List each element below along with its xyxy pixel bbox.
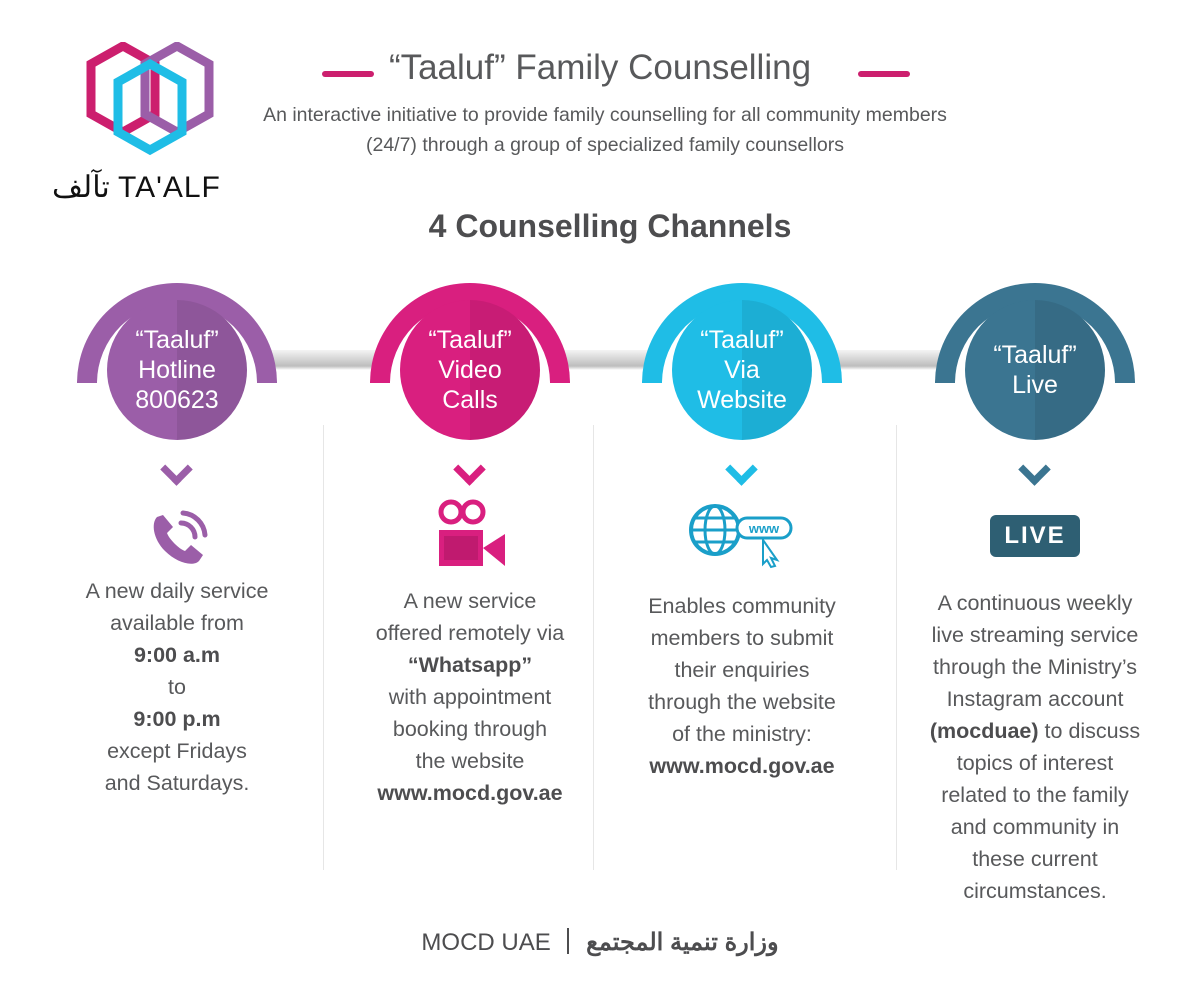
desc-line: with appointment xyxy=(388,685,552,709)
website-link[interactable]: www.mocd.gov.ae xyxy=(377,781,563,805)
desc-line: offered remotely via xyxy=(375,621,565,645)
page-subtitle: An interactive initiative to provide fam… xyxy=(263,104,947,156)
whatsapp-label: “Whatsapp” xyxy=(407,653,533,677)
connector-bar xyxy=(240,350,980,370)
taalf-logo-icon xyxy=(86,42,214,156)
desc-line: the website xyxy=(415,749,525,773)
desc-line: to discuss xyxy=(1038,719,1141,743)
desc-line: to xyxy=(168,675,186,699)
badge-line: Website xyxy=(697,386,787,414)
badge-line: “Taaluf” xyxy=(135,326,219,354)
desc-line: members to submit xyxy=(650,626,834,650)
desc-line: through the Ministry’s xyxy=(933,655,1137,679)
footer-brand: MOCD UAE xyxy=(421,929,551,956)
badge-line: Hotline xyxy=(138,356,216,384)
logo-wordmark: تآلف TA'ALF xyxy=(52,171,221,204)
channel-description: A continuous weekly live streaming servi… xyxy=(900,587,1170,907)
desc-line: through the website xyxy=(648,690,836,714)
chevron-down-icon xyxy=(1018,453,1051,486)
badge-line: Video xyxy=(438,356,502,384)
desc-line: A continuous weekly xyxy=(937,591,1133,615)
desc-line: these current xyxy=(972,847,1098,871)
badge-line: “Taaluf” xyxy=(993,341,1077,369)
footer-separator xyxy=(567,928,570,954)
desc-line: available from xyxy=(110,611,244,635)
website-link[interactable]: www.mocd.gov.ae xyxy=(649,754,835,778)
badge-line: “Taaluf” xyxy=(428,326,512,354)
desc-line: A new service xyxy=(403,589,537,613)
chevron-down-icon xyxy=(453,453,486,486)
desc-line: Instagram account xyxy=(946,687,1124,711)
desc-line: A new daily service xyxy=(85,579,269,603)
live-badge-icon: LIVE xyxy=(990,515,1080,557)
end-time: 9:00 p.m xyxy=(133,707,221,731)
start-time: 9:00 a.m xyxy=(133,643,221,667)
title-bar-right xyxy=(858,71,910,77)
phone-icon xyxy=(153,510,208,564)
badge-line: “Taaluf” xyxy=(700,326,784,354)
desc-line: Enables community xyxy=(648,594,836,618)
badge-line: Via xyxy=(724,356,760,384)
channel-badge: “Taaluf”Live xyxy=(965,300,1105,440)
instagram-handle: (mocduae) xyxy=(929,719,1039,743)
divider xyxy=(593,425,594,870)
chevron-down-icon xyxy=(725,453,758,486)
badge-line: 800623 xyxy=(135,386,219,414)
desc-line: and Saturdays. xyxy=(104,771,250,795)
channel-description: Enables community members to submit thei… xyxy=(612,590,872,782)
section-heading: 4 Counselling Channels xyxy=(428,208,792,244)
channel-description: A new service offered remotely via “What… xyxy=(340,585,600,809)
desc-line: circumstances. xyxy=(963,879,1107,903)
video-camera-icon xyxy=(438,499,505,566)
badge-line: Calls xyxy=(442,386,498,414)
footer: MOCD UAE وزارة تنمية المجتمع xyxy=(0,928,1200,957)
desc-line: related to the family xyxy=(941,783,1129,807)
desc-line: except Fridays xyxy=(107,739,247,763)
desc-line: booking through xyxy=(392,717,548,741)
divider xyxy=(323,425,324,870)
desc-line: topics of interest xyxy=(956,751,1114,775)
badge-line: Live xyxy=(1012,371,1058,399)
desc-line: of the ministry: xyxy=(672,722,812,746)
chevron-down-icon xyxy=(160,453,193,486)
www-label: www xyxy=(748,521,780,536)
desc-line: live streaming service xyxy=(931,623,1139,647)
divider xyxy=(896,425,897,870)
globe-www-icon: www xyxy=(689,504,793,569)
footer-arabic: وزارة تنمية المجتمع xyxy=(586,929,779,956)
desc-line: their enquiries xyxy=(674,658,810,682)
title-bar-left xyxy=(322,71,374,77)
page-title: “Taaluf” Family Counselling xyxy=(388,48,812,87)
channel-description: A new daily service available from 9:00 … xyxy=(47,575,307,799)
desc-line: and community in xyxy=(950,815,1120,839)
